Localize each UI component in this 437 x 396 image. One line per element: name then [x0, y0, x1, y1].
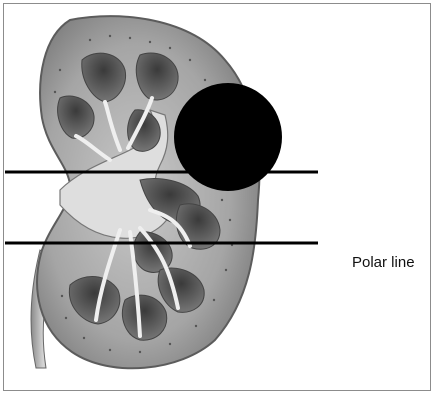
polar-line-label: Polar line [352, 254, 415, 271]
tumor-mass [174, 83, 282, 191]
